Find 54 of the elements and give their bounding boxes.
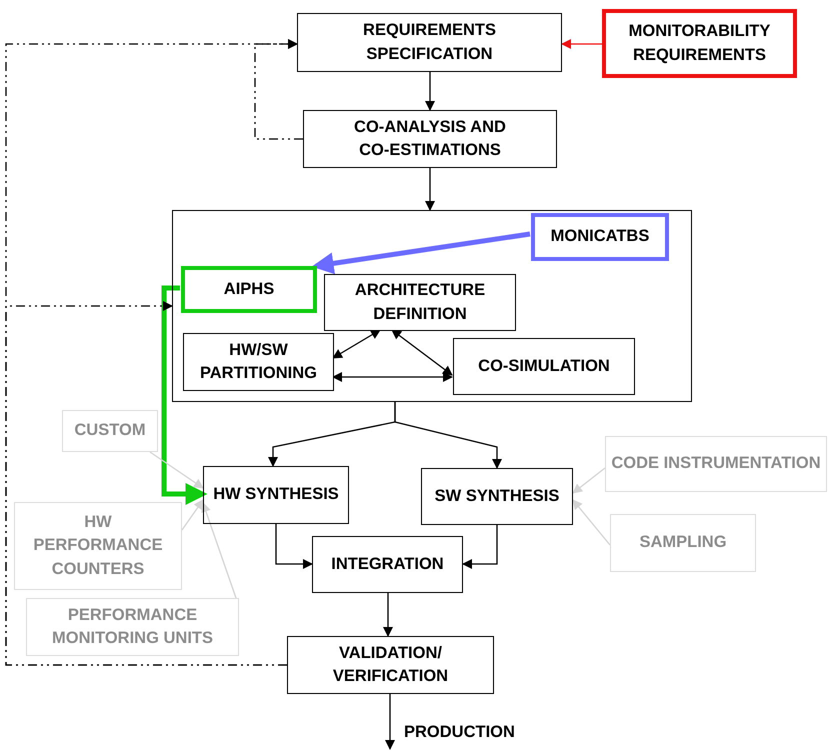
process-box <box>421 468 573 525</box>
arrow <box>201 502 237 598</box>
arrow <box>572 467 606 494</box>
method-box <box>26 598 239 656</box>
arrow <box>383 593 393 637</box>
process-box <box>312 536 463 593</box>
process-box <box>602 9 797 78</box>
arrow <box>332 329 381 359</box>
box-label: HW/SW PARTITIONING <box>198 340 318 384</box>
arrow <box>425 168 435 211</box>
box-label: SAMPLING <box>638 532 728 554</box>
box-label: CO-ANALYSIS AND CO-ESTIMATIONS <box>353 116 507 161</box>
box-label: ARCHITECTURE DEFINITION <box>354 280 486 324</box>
box-label: AIPHS <box>222 278 276 300</box>
arrow <box>425 72 435 111</box>
box-label: PERFORMANCE MONITORING UNITS <box>50 604 214 649</box>
process-box <box>324 274 516 331</box>
arrow <box>391 329 453 376</box>
process-box <box>203 466 349 524</box>
box-label: SW SYNTHESIS <box>434 486 560 507</box>
method-box <box>605 436 827 492</box>
box-label: VALIDATION/ VERIFICATION <box>332 642 450 687</box>
box-label: HW SYNTHESIS <box>212 484 340 506</box>
arrow <box>561 39 602 49</box>
process-box <box>453 338 635 395</box>
arrow <box>275 524 313 569</box>
process-box <box>297 13 562 72</box>
box-label: REQUIREMENTS SPECIFICATION <box>362 20 497 64</box>
process-box <box>183 333 334 391</box>
arrow <box>385 694 395 750</box>
method-box <box>14 502 182 590</box>
method-box <box>62 410 158 452</box>
box-label: HW PERFORMANCE COUNTERS <box>32 512 164 580</box>
arrow <box>394 402 502 469</box>
group-box <box>172 210 692 402</box>
arrow <box>572 499 610 546</box>
process-box <box>287 636 494 694</box>
arrow <box>181 499 204 530</box>
box-label: CO-SIMULATION <box>477 356 611 377</box>
feedback-arrow <box>5 301 287 666</box>
arrow <box>332 372 453 382</box>
box-label: CODE INSTRUMENTATION <box>610 453 822 474</box>
arrow <box>162 286 208 505</box>
method-box <box>610 514 756 572</box>
box-label: MONICATBS <box>550 226 650 248</box>
arrow <box>312 232 530 274</box>
process-box <box>181 266 317 313</box>
box-label: CUSTOM <box>73 420 147 442</box>
process-box <box>303 110 557 168</box>
arrow <box>150 451 204 489</box>
box-label: MONITORABILITY REQUIREMENTS <box>628 21 772 66</box>
arrow <box>462 525 498 569</box>
process-box <box>531 213 669 261</box>
box-label: INTEGRATION <box>330 554 445 575</box>
